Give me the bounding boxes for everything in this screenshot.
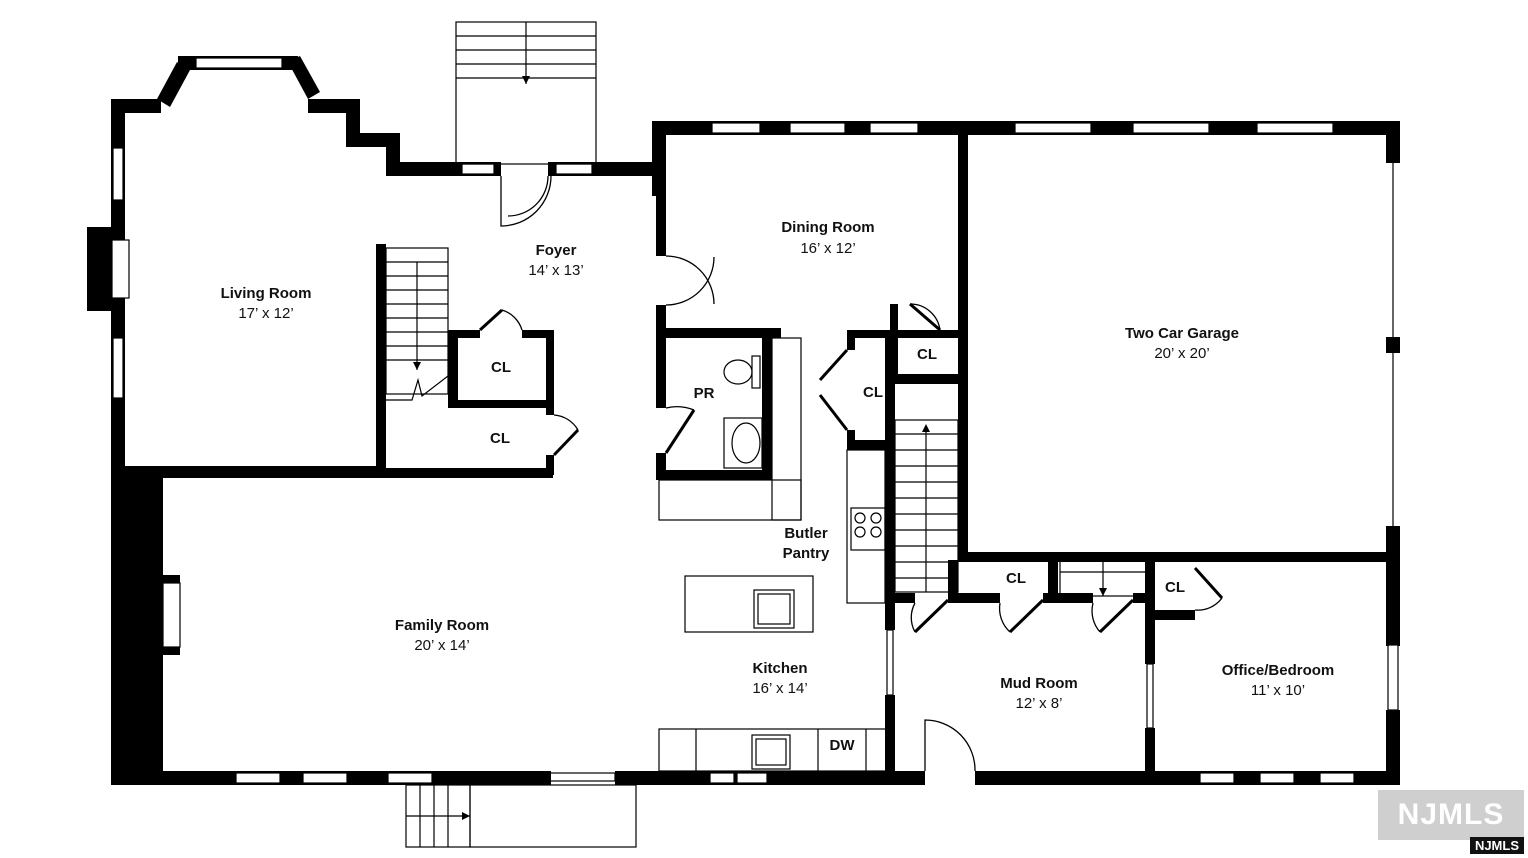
interior-walls: [111, 121, 1400, 785]
mud-room-dims: 12’ x 8’: [1016, 695, 1063, 712]
kitchen-dims: 16’ x 14’: [752, 680, 807, 697]
closet-label: CL: [1006, 570, 1026, 587]
windows: [111, 57, 1399, 784]
closet-label: CL: [863, 384, 883, 401]
garage-dims: 20’ x 20’: [1154, 345, 1209, 362]
rear-steps: [405, 772, 637, 848]
foyer-dims: 14’ x 13’: [528, 262, 583, 279]
closet-label: CL: [490, 430, 510, 447]
powder-room-label: PR: [694, 385, 715, 402]
family-room-dims: 20’ x 14’: [414, 637, 469, 654]
living-room-dims: 17’ x 12’: [238, 305, 293, 322]
kitchen-label: Kitchen: [752, 660, 807, 677]
dining-room-dims: 16’ x 12’: [800, 240, 855, 257]
dishwasher-label: DW: [830, 737, 856, 754]
butler-pantry-label-line2: Pantry: [783, 545, 830, 562]
family-room-label: Family Room: [395, 617, 489, 634]
exterior-walls: [87, 56, 1400, 785]
front-porch-steps: [455, 21, 597, 165]
room-labels: Living Room 17’ x 12’ Foyer 14’ x 13’ Di…: [221, 219, 1335, 754]
living-room-label: Living Room: [221, 285, 312, 302]
butler-pantry-label-line1: Butler: [784, 525, 828, 542]
mud-steps: [1059, 555, 1147, 597]
watermark-small-tag: NJMLS: [1469, 837, 1524, 854]
office-bedroom-dims: 11’ x 10’: [1251, 682, 1305, 699]
fixtures: [658, 337, 888, 772]
foyer-label: Foyer: [536, 242, 577, 259]
garage-stairs: [894, 419, 959, 593]
closet-label: CL: [1165, 579, 1185, 596]
office-bedroom-label: Office/Bedroom: [1222, 662, 1335, 679]
garage-label: Two Car Garage: [1125, 325, 1239, 342]
closet-label: CL: [491, 359, 511, 376]
watermark-logo: NJMLS: [1378, 790, 1524, 840]
doors: [478, 175, 1224, 772]
njmls-watermark: NJMLS NJMLS: [1378, 790, 1524, 854]
main-stairs: [385, 247, 449, 401]
closet-label: CL: [917, 346, 937, 363]
dining-room-label: Dining Room: [781, 219, 874, 236]
mud-room-label: Mud Room: [1000, 675, 1077, 692]
